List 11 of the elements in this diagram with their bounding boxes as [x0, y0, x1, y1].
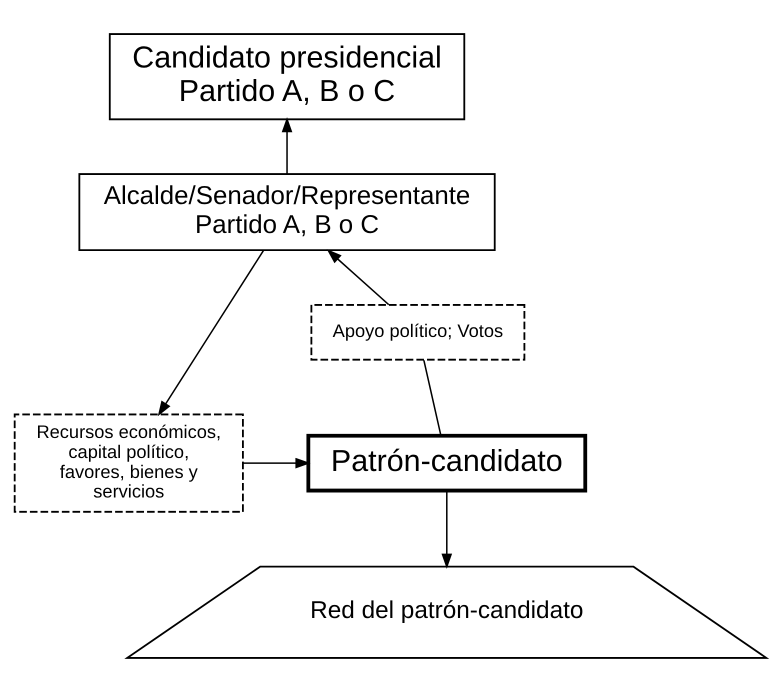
node-box: Candidato presidencial Partido A, B o C: [108, 33, 466, 120]
arrow: [326, 249, 390, 306]
arrow: [441, 490, 452, 569]
node-box: Apoyo político; Votos: [310, 304, 526, 361]
arrow: [158, 250, 264, 416]
node-box: Patrón-candidato: [306, 434, 588, 492]
connector: [423, 360, 442, 436]
node-box: Recursos económicos, capital político, favores, bienes y servicios: [14, 414, 244, 513]
node-box: Alcalde/Senador/Representante Partido A, B o C: [78, 173, 496, 252]
arrow: [282, 117, 292, 174]
arrow: [243, 458, 311, 468]
